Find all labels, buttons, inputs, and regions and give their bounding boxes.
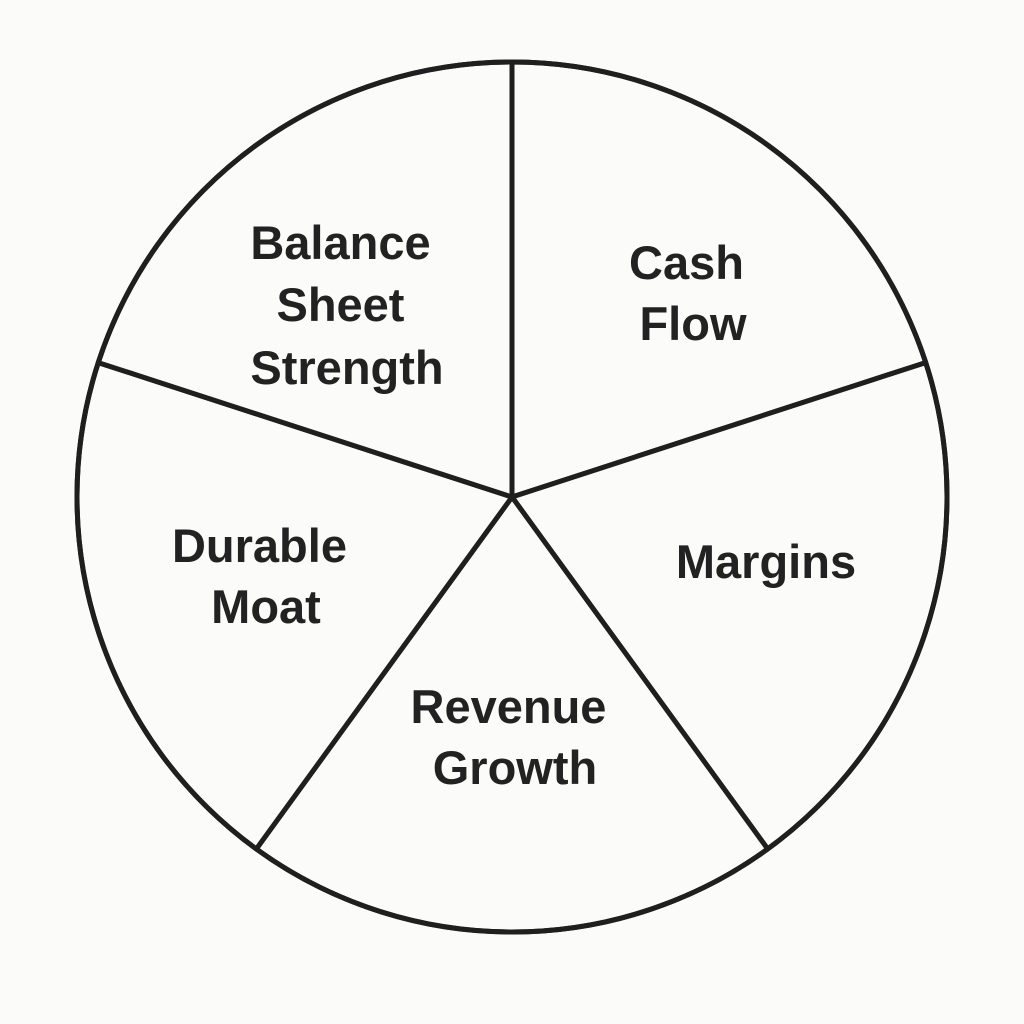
pie-slices (74, 59, 950, 935)
label-revenue-growth: Revenue Growth (411, 680, 620, 794)
pie-outline (74, 59, 950, 935)
label-margins: Margins (676, 535, 856, 588)
label-cash-flow: Cash Flow (629, 236, 757, 350)
label-durable-moat: Durable Moat (172, 519, 360, 633)
label-balance-sheet-strength: Balance Sheet Strength (250, 216, 443, 394)
